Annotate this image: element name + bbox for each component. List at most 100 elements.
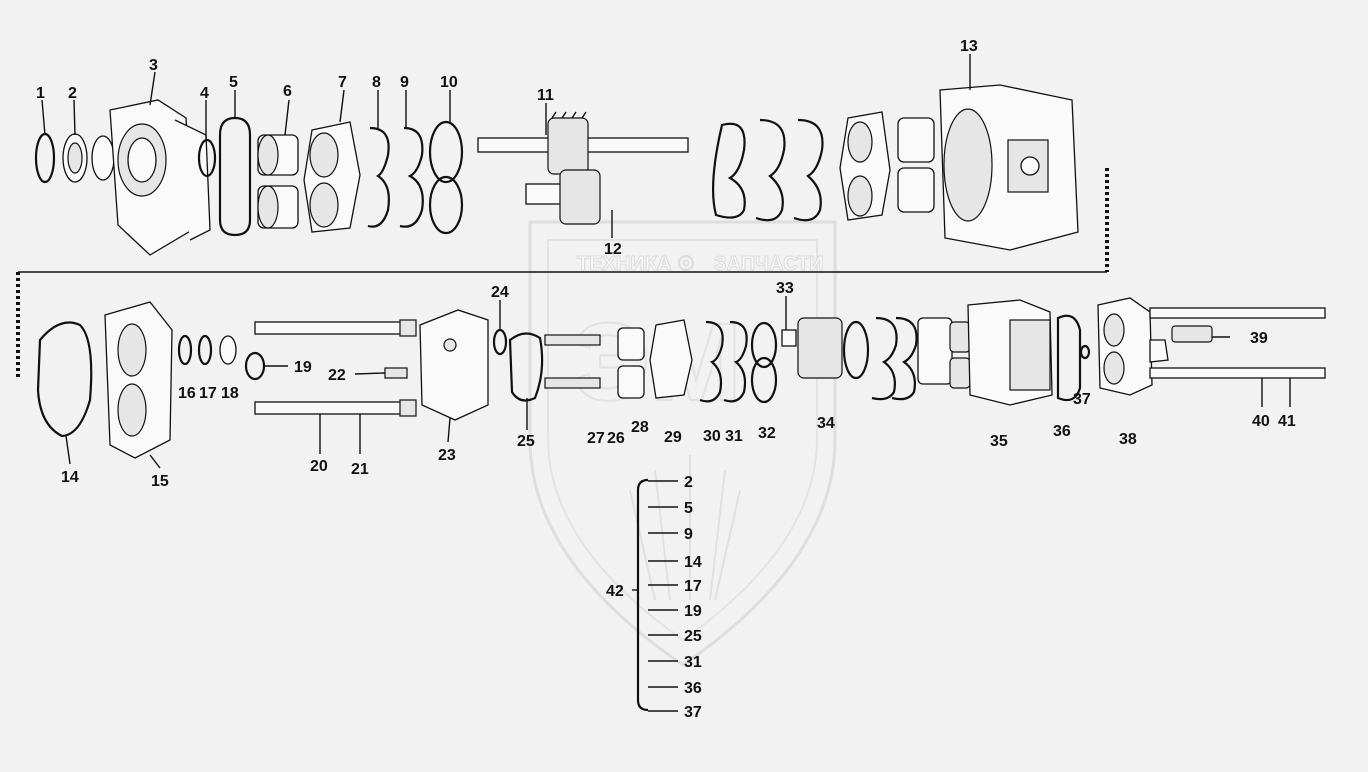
shield-emblem-icon [528,220,837,667]
callout-26: 26 [607,430,625,447]
part-20-21-bolts [254,319,417,417]
part-22-fitting [384,367,408,379]
callout-15: 15 [151,473,169,490]
part-13-pump-body [939,84,1079,251]
callout-10: 10 [440,74,458,91]
kit-item-19: 19 [684,603,702,620]
part-15-end-cover [104,301,173,459]
kit-item-36: 36 [684,680,702,697]
part-5-gasket [218,116,252,237]
part-8-seal [367,126,390,228]
callout-22: 22 [328,367,346,384]
callout-34: 34 [817,415,835,432]
part-11-drive-gear [477,111,689,175]
callout-14: 14 [61,469,79,486]
kit-item-31: 31 [684,654,702,671]
callout-28: 28 [631,419,649,436]
callout-1: 1 [36,85,45,102]
part-30-seal [699,320,724,403]
part-35-pump-body [967,299,1053,406]
callout-2: 2 [68,85,77,102]
part-31-seal [723,320,748,403]
part-1-snap-ring [34,132,56,184]
callout-23: 23 [438,447,456,464]
callout-31: 31 [725,428,743,445]
part-4-o-ring [197,138,217,178]
part-36-gasket [1056,314,1082,402]
part-12-driven-gear [525,169,601,225]
part-39-valve [1171,325,1213,343]
part-37-o-ring [1079,344,1091,360]
callout-9: 9 [400,74,409,91]
part-40-41-bolts [1149,307,1326,379]
callout-36: 36 [1053,423,1071,440]
part-32-plate [750,321,778,404]
row-connector [16,168,1109,377]
callout-32: 32 [758,425,776,442]
part-19-o-ring [244,351,266,381]
kit-item-17: 17 [684,578,702,595]
watermark-right-word: ЗАПЧАСТИ [714,253,824,275]
callout-3: 3 [149,57,158,74]
callout-16: 16 [178,385,196,402]
callout-5: 5 [229,74,238,91]
kit-item-25: 25 [684,628,702,645]
callout-11: 11 [537,87,554,104]
part-18-ring [219,335,237,365]
callout-24: 24 [491,284,509,301]
callout-29: 29 [664,429,682,446]
callout-37: 37 [1073,391,1091,408]
callout-38: 38 [1119,431,1137,448]
callout-40: 40 [1252,413,1270,430]
callout-33: 33 [776,280,794,297]
part-25-gasket [508,332,544,402]
callout-8: 8 [372,74,381,91]
kit-item-5: 5 [684,500,693,517]
top-row-parts [34,84,1079,256]
kit-item-2: 2 [684,474,693,491]
part-17-ring [197,334,213,366]
callout-20: 20 [310,458,328,475]
watermark-left-word: ТЕХНИКА [577,253,671,275]
gear-icon [678,255,694,271]
part-6-needle-bearings [257,134,299,229]
part-23-plate [419,309,489,421]
part-28-29-bushings [617,319,693,399]
part-7-bushing [303,121,361,233]
callout-35: 35 [990,433,1008,450]
leader-lines [41,54,1291,469]
part-33-key [781,329,797,347]
part-34-gear-set [797,316,971,401]
part-3-front-cover [109,99,211,256]
callout-21: 21 [351,461,369,478]
part-10-plate [428,120,464,235]
kit-item-9: 9 [684,526,693,543]
callout-41: 41 [1278,413,1296,430]
bottom-row-parts [36,297,1326,459]
wheat-ears-icon [629,455,741,601]
part-16-ring [177,334,193,366]
callout-18: 18 [221,385,239,402]
part-9-seal [399,126,424,228]
callout-39: 39 [1250,330,1268,347]
callout-7: 7 [338,74,347,91]
part-2-seal [62,133,115,183]
kit-item-37: 37 [684,704,702,721]
part-24-ring [492,328,508,356]
callout-6: 6 [283,83,292,100]
callout-25: 25 [517,433,535,450]
callout-4: 4 [200,85,209,102]
top-right-seals [712,111,935,222]
callout-17: 17 [199,385,217,402]
callout-12: 12 [604,241,622,258]
part-26-27-studs [544,334,601,389]
callout-13: 13 [960,38,978,55]
callout-30: 30 [703,428,721,445]
callout-labels: 1 2 3 4 5 6 7 8 9 10 11 12 13 14 15 16 1… [36,38,1296,490]
kit-bracket [636,478,649,712]
part-38-rear-cover [1097,297,1169,396]
callout-27: 27 [587,430,605,447]
